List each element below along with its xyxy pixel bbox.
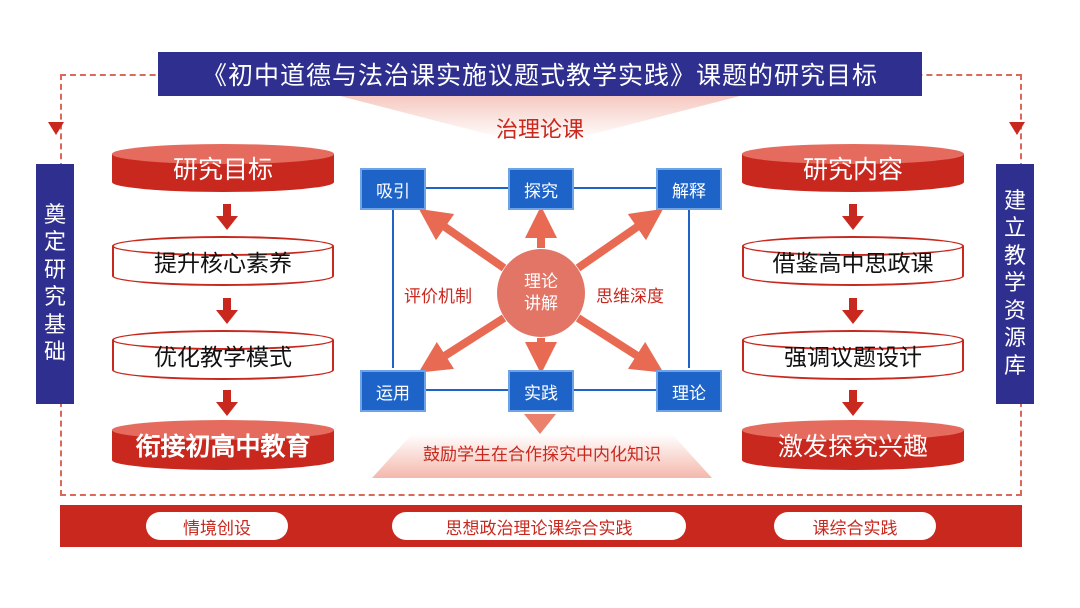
node-top-mid: 探究 bbox=[508, 168, 574, 210]
right-item-cylinder-1: 借鉴高中思政课 bbox=[742, 236, 964, 286]
left-item-2: 优化教学模式 bbox=[154, 345, 292, 371]
right-item-2: 强调议题设计 bbox=[784, 345, 922, 371]
left-header-cylinder: 研究目标 bbox=[112, 144, 334, 192]
right-header-cylinder: 研究内容 bbox=[742, 144, 964, 192]
right-item-cylinder-2: 强调议题设计 bbox=[742, 330, 964, 380]
caption-ramp bbox=[372, 434, 712, 478]
node-bottom-left: 运用 bbox=[360, 370, 426, 412]
right-item-1: 借鉴高中思政课 bbox=[772, 251, 934, 277]
right-side-label: 建立教学资源库 bbox=[996, 164, 1034, 404]
hub-circle: 理论 讲解 bbox=[497, 249, 585, 337]
hub-line-2: 讲解 bbox=[524, 294, 558, 314]
down-arrow-icon bbox=[216, 298, 238, 324]
down-arrow-icon bbox=[842, 390, 864, 416]
left-side-label: 奠定研究基础 bbox=[36, 164, 74, 404]
right-mid-label: 思维深度 bbox=[596, 287, 664, 307]
node-top-right: 解释 bbox=[656, 168, 722, 210]
left-item-cylinder-2: 优化教学模式 bbox=[112, 330, 334, 380]
right-item-3: 激发探究兴趣 bbox=[777, 432, 928, 461]
left-item-3: 衔接初高中教育 bbox=[135, 432, 311, 461]
left-mid-label: 评价机制 bbox=[404, 287, 472, 307]
down-arrow-icon bbox=[842, 204, 864, 230]
left-item-cylinder-3: 衔接初高中教育 bbox=[112, 420, 334, 470]
title-funnel bbox=[340, 96, 740, 140]
down-arrow-icon bbox=[216, 204, 238, 230]
bottom-caption: 鼓励学生在合作探究中内化知识 bbox=[423, 445, 661, 465]
node-bottom-right: 理论 bbox=[656, 370, 722, 412]
right-item-cylinder-3: 激发探究兴趣 bbox=[742, 420, 964, 470]
footer-pill-2: 思想政治理论课综合实践 bbox=[392, 512, 686, 540]
right-down-triangle-icon bbox=[1009, 122, 1025, 135]
left-header-text: 研究目标 bbox=[172, 155, 273, 184]
title-banner: 《初中道德与法治课实施议题式教学实践》课题的研究目标 bbox=[158, 52, 922, 96]
down-arrow-icon bbox=[216, 390, 238, 416]
footer-pill-1: 情境创设 bbox=[146, 512, 288, 540]
down-chevron-icon bbox=[524, 414, 556, 434]
right-header-text: 研究内容 bbox=[802, 155, 903, 184]
center-connectors bbox=[392, 187, 690, 391]
node-bottom-mid: 实践 bbox=[508, 370, 574, 412]
left-item-cylinder-1: 提升核心素养 bbox=[112, 236, 334, 286]
node-top-left: 吸引 bbox=[360, 168, 426, 210]
down-arrow-icon bbox=[842, 298, 864, 324]
left-item-1: 提升核心素养 bbox=[154, 251, 292, 277]
center-heading: 治理论课 bbox=[495, 118, 584, 143]
hub-line-1: 理论 bbox=[524, 271, 558, 292]
left-down-triangle-icon bbox=[48, 122, 64, 135]
footer-pill-3: 课综合实践 bbox=[774, 512, 936, 540]
